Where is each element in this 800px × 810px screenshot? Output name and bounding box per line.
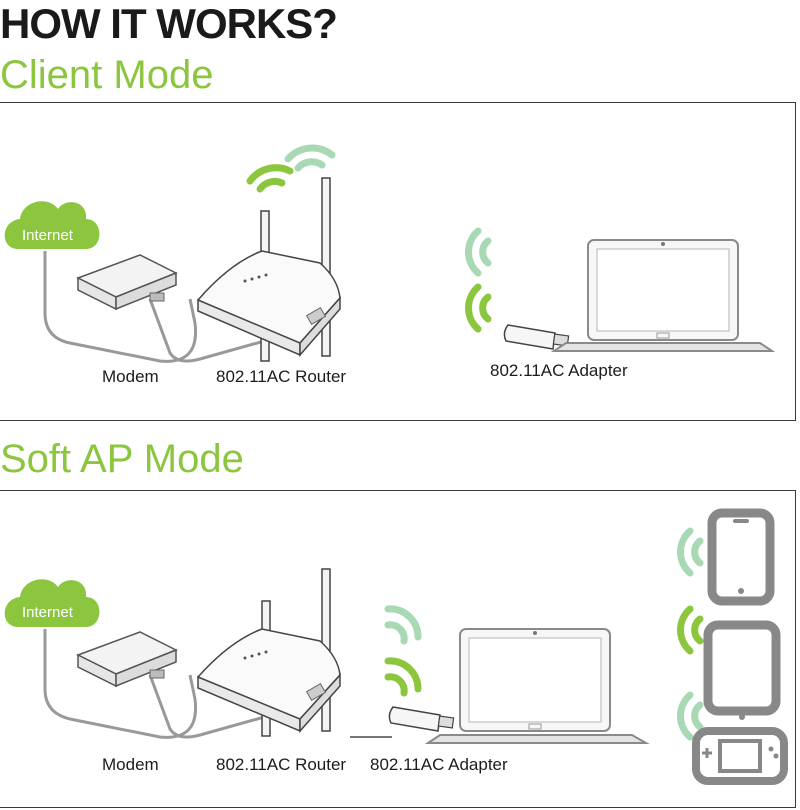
wifi-signal-icon (384, 605, 422, 697)
laptop-icon (550, 239, 776, 352)
cable (43, 629, 198, 739)
cloud-icon: Internet (4, 579, 100, 627)
internet-label: Internet (22, 227, 74, 244)
adapter-label: 802.11AC Adapter (490, 361, 628, 380)
cable (148, 298, 301, 363)
tablet-icon (703, 620, 781, 720)
soft-ap-mode-title: Soft AP Mode (0, 437, 244, 481)
internet-label: Internet (22, 604, 74, 621)
adapter-label: 802.11AC Adapter (370, 755, 508, 774)
game-console-icon (692, 727, 788, 785)
router-icon (196, 568, 341, 737)
cable (148, 674, 301, 739)
page-title: HOW IT WORKS? (0, 0, 338, 47)
modem-label: Modem (102, 755, 159, 774)
modem-icon (76, 631, 178, 688)
client-mode-title: Client Mode (0, 53, 214, 97)
modem-icon (76, 254, 178, 311)
cloud-icon: Internet (4, 201, 100, 249)
laptop-icon (424, 628, 650, 744)
router-icon (196, 177, 341, 362)
wifi-signal-icon (465, 227, 492, 333)
wifi-signal-icon (677, 527, 704, 741)
phone-icon (707, 508, 775, 606)
router-label: 802.11AC Router (216, 367, 347, 386)
router-label: 802.11AC Router (216, 755, 347, 774)
modem-label: Modem (102, 367, 159, 386)
usb-adapter-icon (503, 324, 570, 350)
wifi-signal-icon (246, 144, 336, 193)
usb-adapter-icon (388, 706, 455, 732)
cable (43, 251, 198, 363)
client-mode-panel: Internet (0, 102, 796, 421)
soft-ap-mode-panel: Internet (0, 490, 796, 808)
